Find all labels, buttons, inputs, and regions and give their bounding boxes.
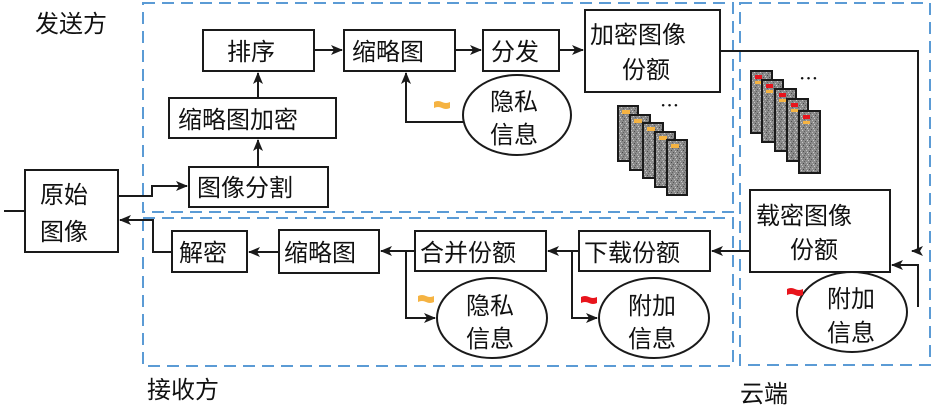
privacy-flag-icon xyxy=(418,295,434,303)
download-shares-box[interactable] xyxy=(578,230,711,272)
privacy-flag-icon xyxy=(434,101,450,109)
additional-flag-icon xyxy=(581,296,597,304)
stego-shares-label-1: 载密图像 xyxy=(756,202,852,230)
thumbnail-encrypt-box[interactable] xyxy=(168,97,337,139)
image-split-label: 图像分割 xyxy=(197,174,293,202)
arrow-merge-to-privacy xyxy=(405,251,436,323)
share-image xyxy=(798,110,821,174)
original-image-label-1: 原始 xyxy=(40,181,88,209)
additional-info-cloud-label-1: 附加 xyxy=(827,285,875,313)
stego-share-stack: ··· xyxy=(750,66,821,174)
cloud-label: 云端 xyxy=(740,380,788,408)
arrow-additional-to-cloud xyxy=(891,260,919,307)
additional-info-receiver-ellipse[interactable] xyxy=(598,277,710,359)
stego-shares-box[interactable] xyxy=(749,189,891,273)
thumbnail-encrypt-label: 缩略图加密 xyxy=(178,106,298,134)
ellipsis-cloud: ··· xyxy=(799,66,818,90)
arrow-privacy-to-thumbnail xyxy=(401,72,463,123)
additional-info-receiver-label-1: 附加 xyxy=(628,292,676,320)
arrow-shares-to-cloud xyxy=(720,50,923,256)
sort-box[interactable] xyxy=(202,29,315,72)
sender-region xyxy=(142,2,734,213)
download-shares-label: 下载份额 xyxy=(584,239,680,267)
original-image-label-2: 图像 xyxy=(40,218,88,246)
privacy-info-receiver-label-1: 隐私 xyxy=(466,292,514,320)
privacy-info-sender-label-1: 隐私 xyxy=(490,88,538,116)
privacy-info-receiver-label-2: 信息 xyxy=(466,325,514,353)
decrypt-label: 解密 xyxy=(179,239,227,267)
arrow-decrypt-to-original xyxy=(119,215,172,253)
sort-label: 排序 xyxy=(227,38,275,66)
cloud-region xyxy=(739,2,931,366)
encrypted-shares-label-2: 份额 xyxy=(622,56,670,84)
merge-shares-label: 合并份额 xyxy=(420,239,516,267)
share-image xyxy=(666,139,688,196)
encrypted-shares-label-1: 加密图像 xyxy=(590,21,686,49)
sender-label: 发送方 xyxy=(35,10,107,38)
distribute-label: 分发 xyxy=(491,38,539,66)
privacy-info-receiver-ellipse[interactable] xyxy=(436,277,548,359)
ellipsis-sender: ··· xyxy=(660,93,679,117)
receiver-region xyxy=(142,217,734,367)
additional-info-cloud-ellipse[interactable] xyxy=(796,271,908,353)
stego-shares-label-2: 份额 xyxy=(790,236,838,264)
additional-info-receiver-label-2: 信息 xyxy=(628,325,676,353)
encrypted-share-stack: ··· xyxy=(617,93,688,196)
original-image-box[interactable] xyxy=(24,169,119,253)
arrow-download-to-additional xyxy=(571,251,598,323)
distribute-box[interactable] xyxy=(482,29,560,72)
privacy-info-sender-ellipse[interactable] xyxy=(462,74,572,156)
merge-shares-box[interactable] xyxy=(414,230,547,272)
thumbnail-receiver-label: 缩略图 xyxy=(284,239,356,267)
additional-flag-icon xyxy=(787,288,803,296)
additional-info-cloud-label-2: 信息 xyxy=(827,319,875,347)
thumbnail-receiver-box[interactable] xyxy=(278,229,380,274)
receiver-label: 接收方 xyxy=(147,376,219,404)
privacy-info-sender-label-2: 信息 xyxy=(490,121,538,149)
thumbnail-sender-label: 缩略图 xyxy=(352,38,424,66)
thumbnail-sender-box[interactable] xyxy=(343,29,456,72)
encrypted-shares-box[interactable] xyxy=(584,9,721,93)
arrow-original-to-split xyxy=(118,181,188,197)
